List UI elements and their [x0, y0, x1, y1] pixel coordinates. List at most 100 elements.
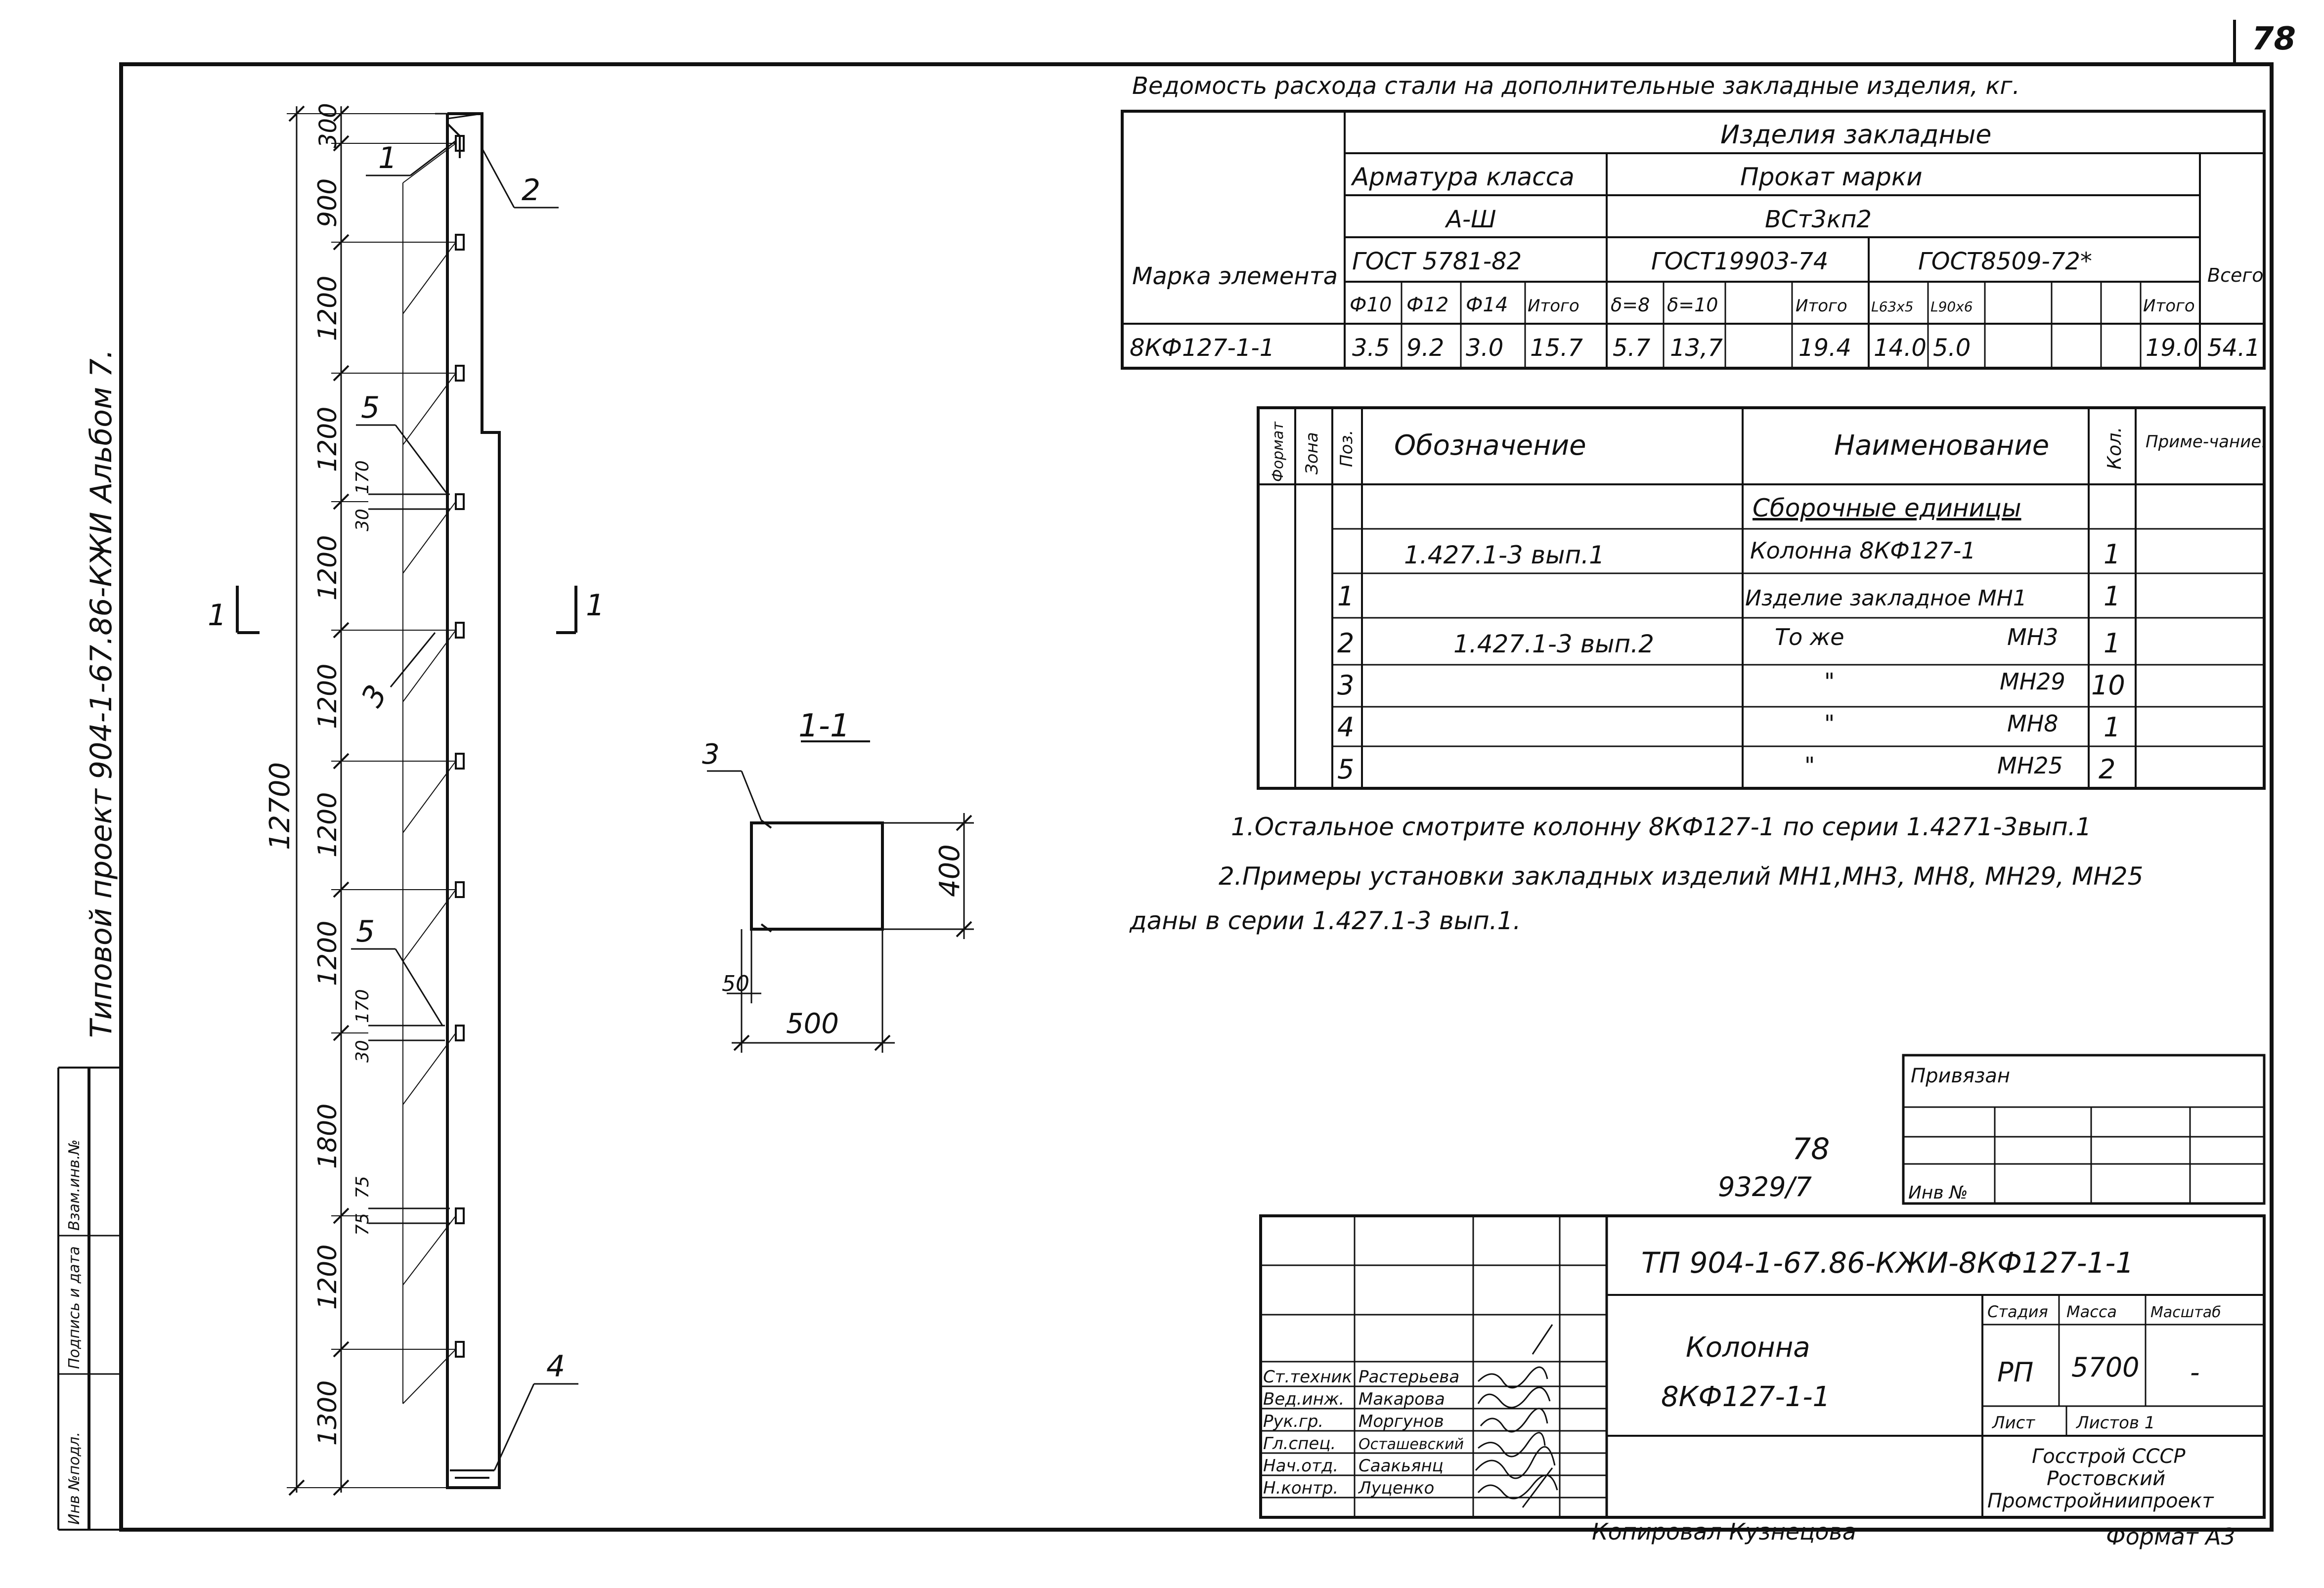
callout-3: 3	[354, 679, 394, 713]
section-offset-dim: 50	[722, 971, 749, 996]
steel-val-f10: 3.5	[1352, 334, 1390, 362]
rebar-class-label: Арматура класса	[1351, 163, 1575, 191]
org-line-1: Госстрой СССР	[2032, 1445, 2186, 1468]
spec-row-3-qty: 1	[2104, 628, 2120, 659]
callout-1: 1	[378, 141, 397, 175]
dim-seg-5: 1200	[313, 664, 343, 729]
person-role-2: Вед.инж.	[1263, 1389, 1344, 1409]
steel-col-d10: δ=10	[1667, 294, 1718, 316]
spec-header-format: Формат	[1270, 421, 1287, 482]
spec-row-5-name: "	[1824, 710, 1835, 737]
callout-5a: 5	[361, 390, 380, 425]
steel-col-f14: Ф14	[1466, 294, 1508, 316]
dim-seg-4: 1200	[313, 535, 343, 601]
spec-row-6-qty: 2	[2099, 754, 2115, 785]
steel-val-l63: 14.0	[1874, 334, 1927, 362]
spec-row-2-pos: 1	[1337, 581, 1354, 612]
steel-total-header: Всего	[2207, 264, 2264, 286]
steel-col-f10: Ф10	[1350, 294, 1392, 316]
element-name-line1: Колонна	[1686, 1331, 1810, 1364]
steel-row-mark: 8КФ127-1-1	[1130, 334, 1274, 362]
spec-row-6-name: "	[1804, 752, 1815, 779]
spec-row-4-qty: 10	[2091, 670, 2125, 701]
total-length-dim: 12700	[264, 762, 296, 850]
spec-row-3-pos: 2	[1337, 628, 1354, 659]
title-block-grid	[1259, 1214, 2266, 1519]
sheet-label: Лист	[1991, 1413, 2035, 1433]
rolled-grade: ВСт3кп2	[1765, 206, 1872, 233]
element-name-line2: 8КФ127-1-1	[1661, 1381, 1830, 1413]
org-line-3: Промстройниипроект	[1987, 1490, 2214, 1512]
section-mark-right: 1	[586, 588, 605, 623]
spec-header-zone: Зона	[1302, 432, 1322, 474]
dimension-chain	[287, 105, 456, 1496]
person-role-3: Рук.гр.	[1263, 1412, 1323, 1431]
person-role-1: Ст.техник	[1263, 1367, 1353, 1387]
document-code: ТП 904-1-67.86-КЖИ-8КФ127-1-1	[1641, 1246, 2134, 1280]
section-mark-left: 1	[208, 598, 226, 633]
dim-seg-7: 1200	[313, 921, 343, 986]
person-name-1: Растерьева	[1359, 1367, 1459, 1387]
page-number: 78	[2252, 21, 2296, 57]
steel-group-header: Изделия закладные	[1720, 120, 1991, 150]
rebar-grade: А-Ш	[1445, 206, 1496, 233]
scale-value: -	[2190, 1357, 2200, 1388]
spec-row-1-designation: 1.427.1-3 вып.1	[1404, 541, 1605, 569]
steel-table-title: Ведомость расхода стали на дополнительны…	[1132, 72, 2020, 100]
rolled-label: Прокат марки	[1740, 163, 1923, 191]
person-role-4: Гл.спец.	[1263, 1434, 1336, 1454]
spec-header-note: Приме-чание.	[2146, 432, 2267, 452]
steel-row-header: Марка элемента	[1132, 262, 1338, 290]
steel-col-d8: δ=8	[1611, 294, 1650, 316]
steel-col-total-3: Итого	[2143, 296, 2195, 316]
spec-row-3-designation: 1.427.1-3 вып.2	[1453, 630, 1654, 658]
spec-row-4-name: "	[1824, 668, 1835, 695]
person-role-6: Н.контр.	[1263, 1478, 1338, 1498]
spec-row-5-pos: 4	[1337, 712, 1354, 743]
spec-row-6-mark: МН25	[1997, 752, 2063, 779]
spec-row-3-mark: МН3	[2007, 624, 2059, 650]
section-title: 1-1	[798, 708, 850, 744]
dim-seg-9: 1200	[313, 1245, 343, 1310]
sheet-mark: 78	[1792, 1132, 1830, 1166]
steel-table-grid	[1121, 110, 2266, 370]
steel-col-total-2: Итого	[1796, 296, 1847, 316]
spec-header-pos: Поз.	[1337, 430, 1357, 467]
spec-table-grid	[1257, 406, 2266, 790]
steel-val-total-3: 19.0	[2146, 334, 2198, 362]
person-name-3: Моргунов	[1359, 1412, 1444, 1431]
rolled-gost-1: ГОСТ19903-74	[1651, 248, 1828, 275]
dim-top: 300	[314, 103, 342, 148]
copied-by: Копировал Кузнецова	[1592, 1518, 1856, 1545]
spec-row-2-qty: 1	[2104, 581, 2120, 612]
steel-val-f12: 9.2	[1406, 334, 1444, 362]
steel-val-d10: 13,7	[1670, 334, 1723, 362]
note-2: 2.Примеры установки закладных изделий МН…	[1219, 862, 2143, 891]
section-width-dim: 500	[786, 1008, 839, 1040]
doc-number: 9329/7	[1718, 1171, 1812, 1202]
stamp-field-replace: Взам.инв.№	[66, 1139, 83, 1231]
column-elevation	[402, 112, 501, 1489]
steel-col-l63: L63х5	[1871, 299, 1914, 315]
small-dim-a1: 30	[352, 509, 373, 531]
mass-header: Масса	[2066, 1302, 2117, 1321]
sheet-format: Формат А3	[2106, 1523, 2236, 1550]
person-role-5: Нач.отд.	[1263, 1456, 1338, 1476]
spec-row-5-qty: 1	[2104, 712, 2120, 743]
stage-value: РП	[1997, 1357, 2033, 1388]
dim-seg-2: 1200	[313, 276, 343, 341]
spec-section-heading: Сборочные единицы	[1753, 494, 2021, 522]
scale-header: Масштаб	[2150, 1304, 2221, 1321]
small-dim-a2: 30	[352, 1040, 373, 1063]
section-1-1	[707, 740, 974, 1053]
section-height-dim: 400	[934, 844, 966, 897]
person-name-6: Луценко	[1358, 1478, 1434, 1498]
stamp-field-inv: Инв №подл.	[66, 1432, 83, 1525]
spec-row-1-name: Колонна 8КФ127-1	[1750, 537, 1976, 564]
sheets-label: Листов 1	[2075, 1413, 2155, 1433]
callout-4: 4	[546, 1349, 565, 1384]
small-dim-b2: 170	[352, 989, 373, 1023]
album-title: Типовой проект 904-1-67.86-КЖИ Альбом 7.	[84, 349, 119, 1038]
person-name-5: Саакьянц	[1359, 1456, 1444, 1476]
